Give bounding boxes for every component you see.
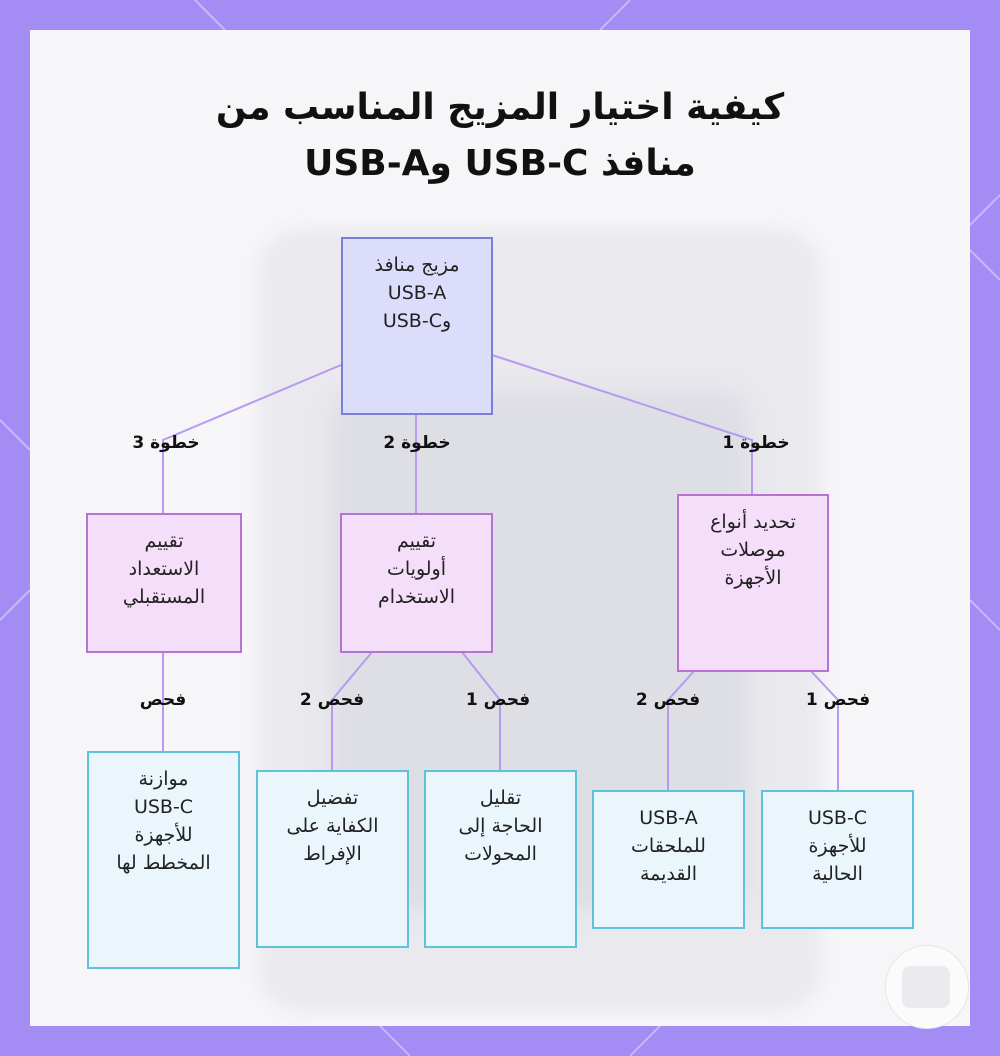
- edge-label-s3-check: فحص: [139, 690, 187, 710]
- leaf-usbc-current-label: USB-C للأجهزة الحالية: [807, 807, 868, 885]
- title-line-1: كيفية اختيار المزيج المناسب من: [215, 87, 785, 128]
- root-node: مزيج منافذ USB-A وUSB-C: [341, 237, 493, 415]
- edge-label-s1-check1: فحص 1: [805, 690, 871, 710]
- edge-label-step1: خطوة 1: [722, 433, 790, 453]
- leaf-prefer-sufficiency: تفضيل الكفاية على الإفراط: [256, 770, 409, 948]
- step3-node-label: تقييم الاستعداد المستقبلي: [122, 530, 206, 608]
- edge-root-step1: [491, 354, 753, 494]
- leaf-usba-old: USB-A للملحقات القديمة: [592, 790, 745, 929]
- edge-label-s2-check1: فحص 1: [465, 690, 531, 710]
- leaf-usba-old-label: USB-A للملحقات القديمة: [631, 807, 706, 885]
- step2-node-label: تقييم أولويات الاستخدام: [377, 530, 456, 608]
- leaf-prefer-sufficiency-label: تفضيل الكفاية على الإفراط: [286, 787, 379, 865]
- edge-step2-check2: [331, 651, 373, 770]
- leaf-usbc-current: USB-C للأجهزة الحالية: [761, 790, 914, 929]
- step1-node: تحديد أنواع موصلات الأجهزة: [677, 494, 829, 672]
- edge-label-step3: خطوة 3: [132, 433, 200, 453]
- edge-step1-check1: [809, 669, 839, 790]
- edge-root-step3: [162, 364, 342, 513]
- step1-node-label: تحديد أنواع موصلات الأجهزة: [710, 511, 796, 589]
- leaf-less-adapters: تقليل الحاجة إلى المحولات: [424, 770, 577, 948]
- step2-node: تقييم أولويات الاستخدام: [340, 513, 493, 653]
- page-title: كيفية اختيار المزيج المناسب من منافذ USB…: [0, 80, 1000, 192]
- watermark-glyph-icon: [902, 966, 950, 1008]
- root-node-label: مزيج منافذ USB-A وUSB-C: [374, 254, 460, 332]
- edge-step1-check2: [667, 669, 696, 790]
- leaf-less-adapters-label: تقليل الحاجة إلى المحولات: [458, 787, 543, 865]
- leaf-balance-usbc-label: موازنة USB-C للأجهزة المخطط لها: [116, 768, 211, 874]
- edge-label-s1-check2: فحص 2: [635, 690, 701, 710]
- leaf-balance-usbc: موازنة USB-C للأجهزة المخطط لها: [87, 751, 240, 969]
- edge-label-step2: خطوة 2: [383, 433, 451, 453]
- edge-step2-check1: [461, 651, 501, 770]
- title-line-2: منافذ USB-C وUSB-A: [304, 143, 696, 184]
- step3-node: تقييم الاستعداد المستقبلي: [86, 513, 242, 653]
- watermark-badge: [885, 945, 969, 1029]
- edge-label-s2-check2: فحص 2: [299, 690, 365, 710]
